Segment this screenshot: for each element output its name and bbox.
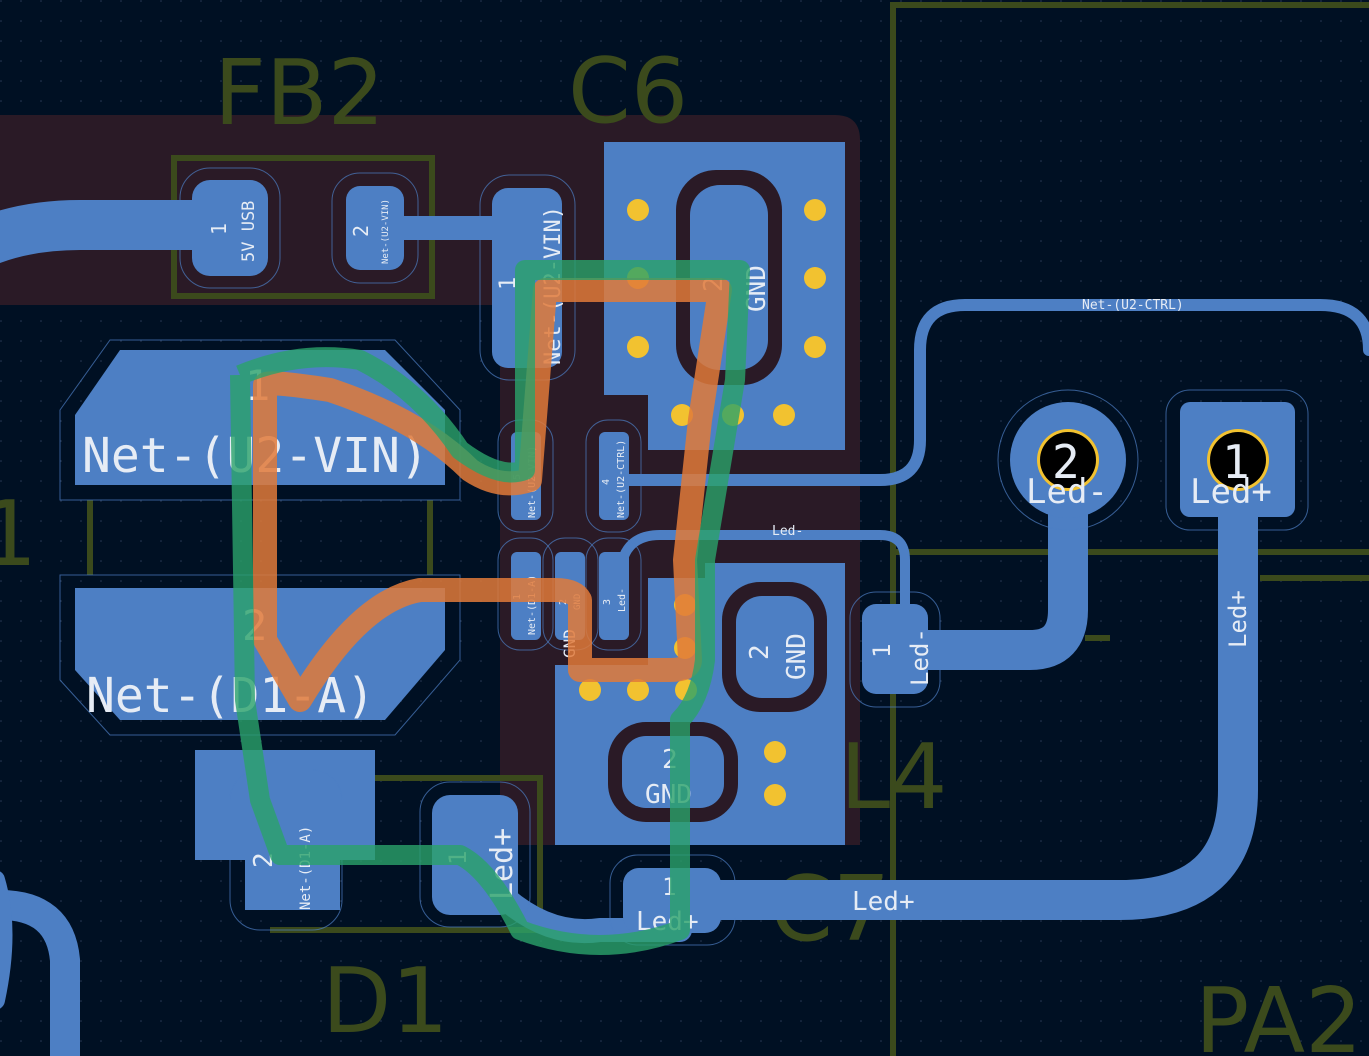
ref-c6: C6 [568, 39, 688, 144]
svg-text:3: 3 [602, 599, 613, 605]
ref-left-partial: 1 [0, 482, 37, 587]
net-label-led-plus: Led+ [852, 887, 915, 917]
svg-text:5V USB: 5V USB [239, 201, 259, 262]
svg-text:Led-: Led- [1026, 472, 1108, 512]
svg-text:Net-(U2-CTRL): Net-(U2-CTRL) [616, 440, 627, 518]
svg-text:2: 2 [349, 225, 373, 237]
pad-led-minus-1[interactable]: 1 Led- [849, 591, 941, 708]
pad-u2-4[interactable]: 4 Net-(U2-CTRL) [585, 419, 642, 533]
svg-text:1: 1 [207, 223, 231, 235]
svg-text:1: 1 [496, 277, 521, 290]
svg-text:Led+: Led+ [1190, 472, 1272, 512]
pad-fb2-1[interactable]: 1 5V USB [179, 167, 281, 289]
svg-text:GND: GND [782, 633, 812, 680]
svg-text:Net-(D1-A): Net-(D1-A) [86, 668, 375, 724]
svg-text:1: 1 [1222, 435, 1250, 489]
net-label-led-minus: Led- [772, 524, 803, 539]
ref-l4: L4 [840, 725, 947, 830]
svg-text:2: 2 [1052, 435, 1080, 489]
net-label-u2-ctrl: Net-(U2-CTRL) [1082, 298, 1184, 313]
svg-text:Net-(D1-A): Net-(D1-A) [527, 575, 538, 635]
pad-pa2-1[interactable]: 1 Led+ [1165, 389, 1309, 531]
ref-d1: D1 [322, 949, 449, 1054]
ref-fb2: FB2 [214, 41, 385, 146]
svg-text:1: 1 [868, 644, 896, 658]
svg-text:Led-: Led- [906, 628, 934, 686]
copper-tracks [0, 200, 1369, 1056]
net-label-led-plus-vertical: Led+ [1224, 590, 1252, 648]
svg-text:Led-: Led- [617, 588, 628, 612]
left-partial-track [0, 871, 13, 1009]
ref-pa2: PA2 [1195, 969, 1362, 1056]
route-highlight-orange [253, 278, 732, 712]
pad-fb2-2[interactable]: 2 Net-(U2-VIN) [331, 172, 419, 284]
pad-pa2-2[interactable]: 2 Led- [997, 389, 1139, 531]
svg-text:Net-(D1-A): Net-(D1-A) [298, 826, 314, 910]
route-highlight-green [230, 260, 750, 955]
svg-text:Net-(U2-VIN): Net-(U2-VIN) [381, 199, 391, 264]
pad-u2-3[interactable]: 3 Led- [585, 537, 642, 651]
silkscreen-outlines [87, 2, 1369, 1056]
svg-text:2: 2 [745, 644, 775, 660]
svg-text:4: 4 [601, 479, 612, 485]
